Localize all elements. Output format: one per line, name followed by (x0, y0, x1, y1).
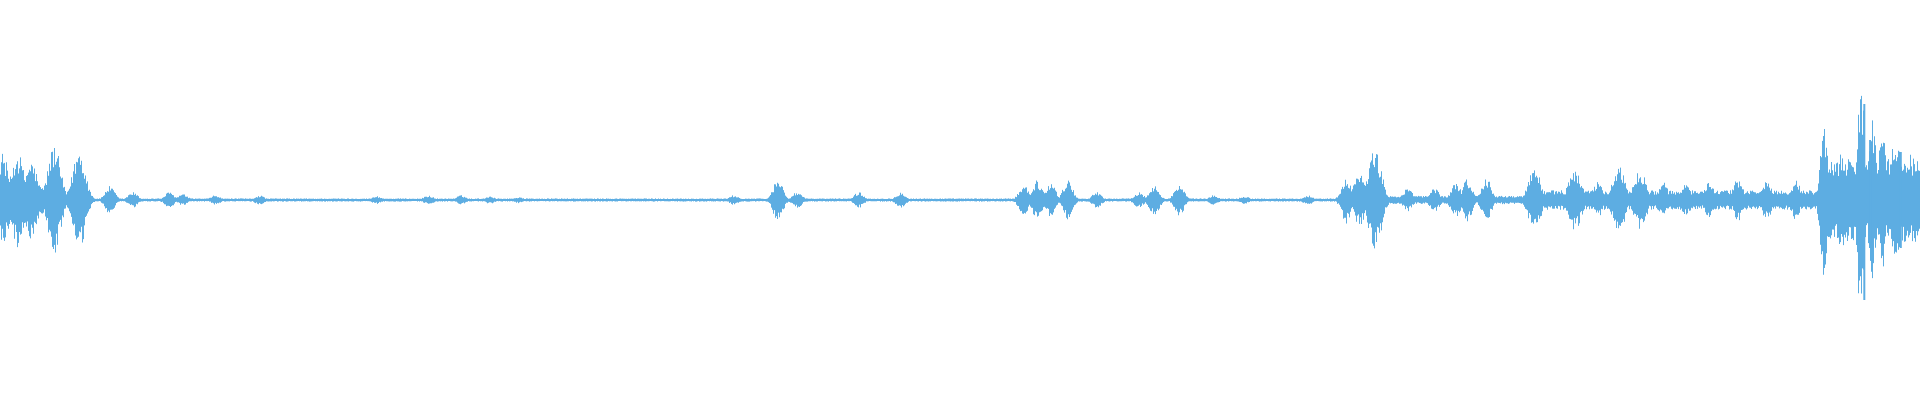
waveform-lines (0, 95, 1920, 300)
waveform-path (0, 95, 1920, 294)
